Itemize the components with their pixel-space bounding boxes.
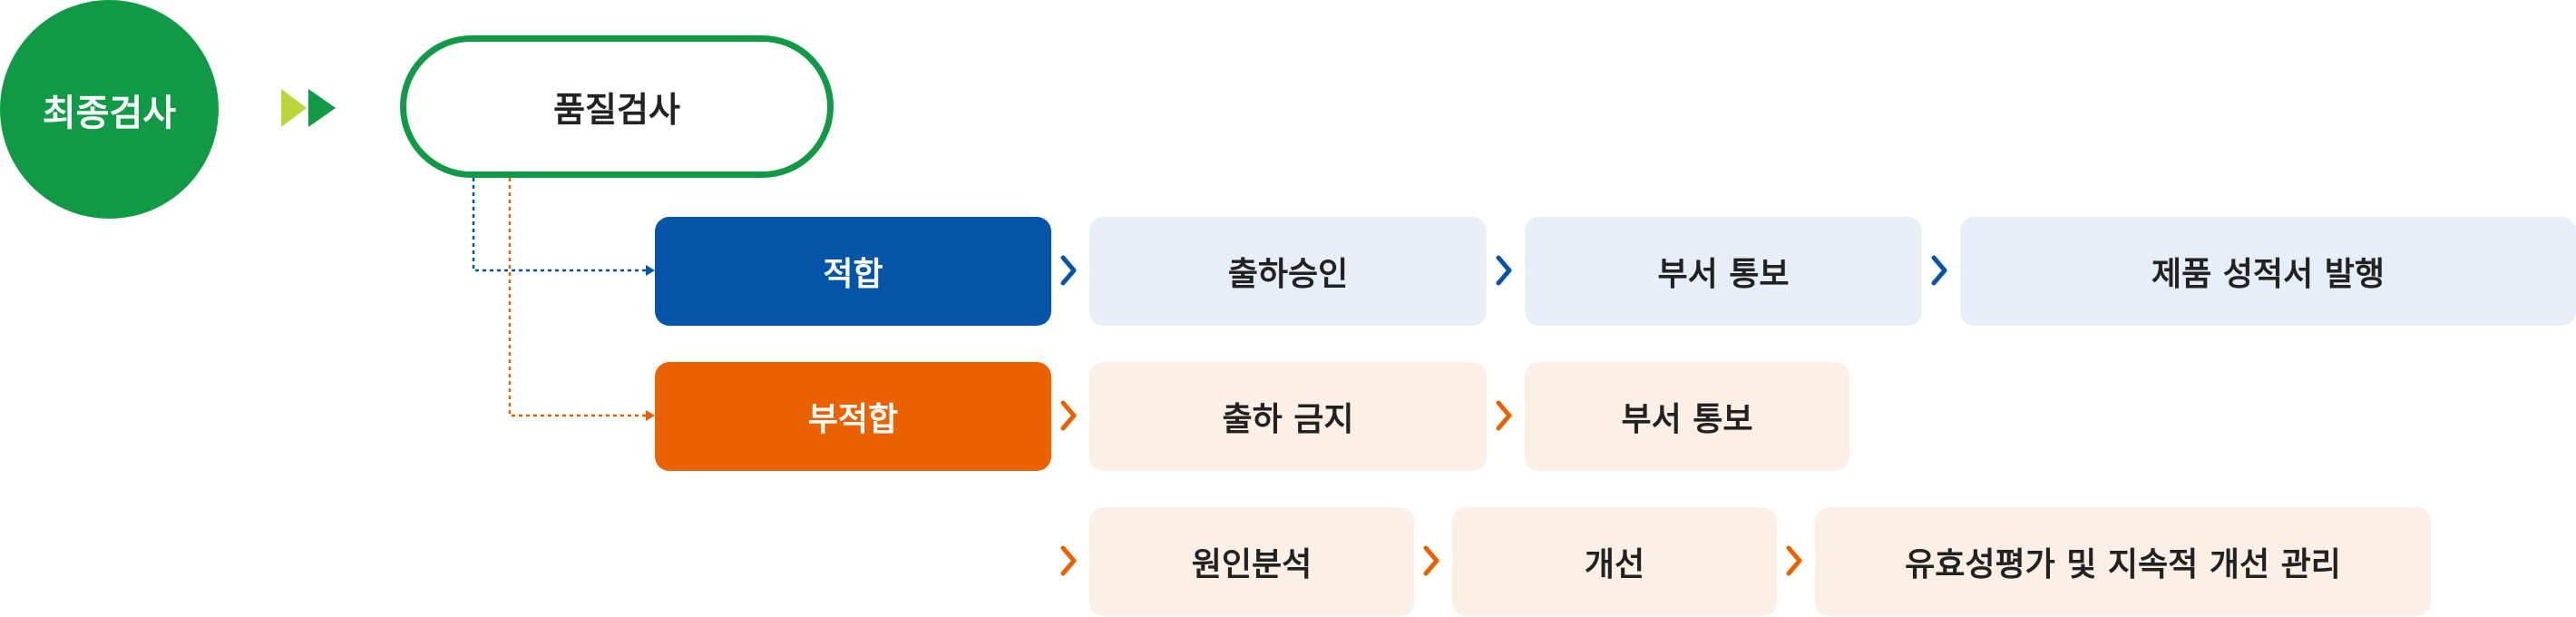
followup-step-effectiveness: 유효성평가 및 지속적 개선 관리 [1815,507,2431,616]
fail-label: 부적합 [807,401,899,438]
final-inspection-label: 최종검사 [42,92,177,134]
chevron-right-icon [1060,400,1077,431]
pass-connector [472,178,646,272]
pass-step-certificate-issue: 제품 성적서 발행 [1960,217,2576,326]
step-label: 출하 금지 [1222,401,1354,438]
step-label: 개선 [1584,546,1645,583]
step-label: 부서 통보 [1621,401,1753,438]
quality-inspection-label: 품질검사 [553,90,680,130]
chevron-right-icon [1423,545,1439,576]
chevron-right-icon [1931,255,1947,286]
chevron-right-icon [1786,545,1802,576]
fail-connector [508,178,646,417]
followup-step-improvement: 개선 [1452,507,1777,616]
pass-arrowhead-icon [646,265,655,276]
pass-label: 적합 [823,256,883,293]
step-label: 부서 통보 [1657,256,1790,293]
step-label: 유효성평가 및 지속적 개선 관리 [1905,546,2341,583]
chevron-right-icon [1496,255,1512,286]
fail-step-department-notice: 부서 통보 [1525,362,1849,471]
pass-step-shipment-approval: 출하승인 [1089,217,1487,326]
chevron-right-icon [1060,255,1077,286]
fail-arrowhead-icon [646,410,655,421]
step-label: 제품 성적서 발행 [2152,256,2385,293]
step-label: 원인분석 [1191,546,1312,583]
step-label: 출하승인 [1227,256,1349,293]
pass-step-department-notice: 부서 통보 [1525,217,1922,326]
fail-node: 부적합 [655,362,1051,471]
followup-step-root-cause: 원인분석 [1089,507,1414,616]
play-arrow-icon [308,89,336,127]
play-arrow-icon [281,89,307,127]
chevron-right-icon [1496,400,1512,431]
pass-node: 적합 [655,217,1051,326]
fail-step-shipment-ban: 출하 금지 [1089,362,1487,471]
quality-inspection-node: 품질검사 [400,35,834,178]
final-inspection-node: 최종검사 [0,0,219,219]
chevron-right-icon [1060,545,1077,576]
